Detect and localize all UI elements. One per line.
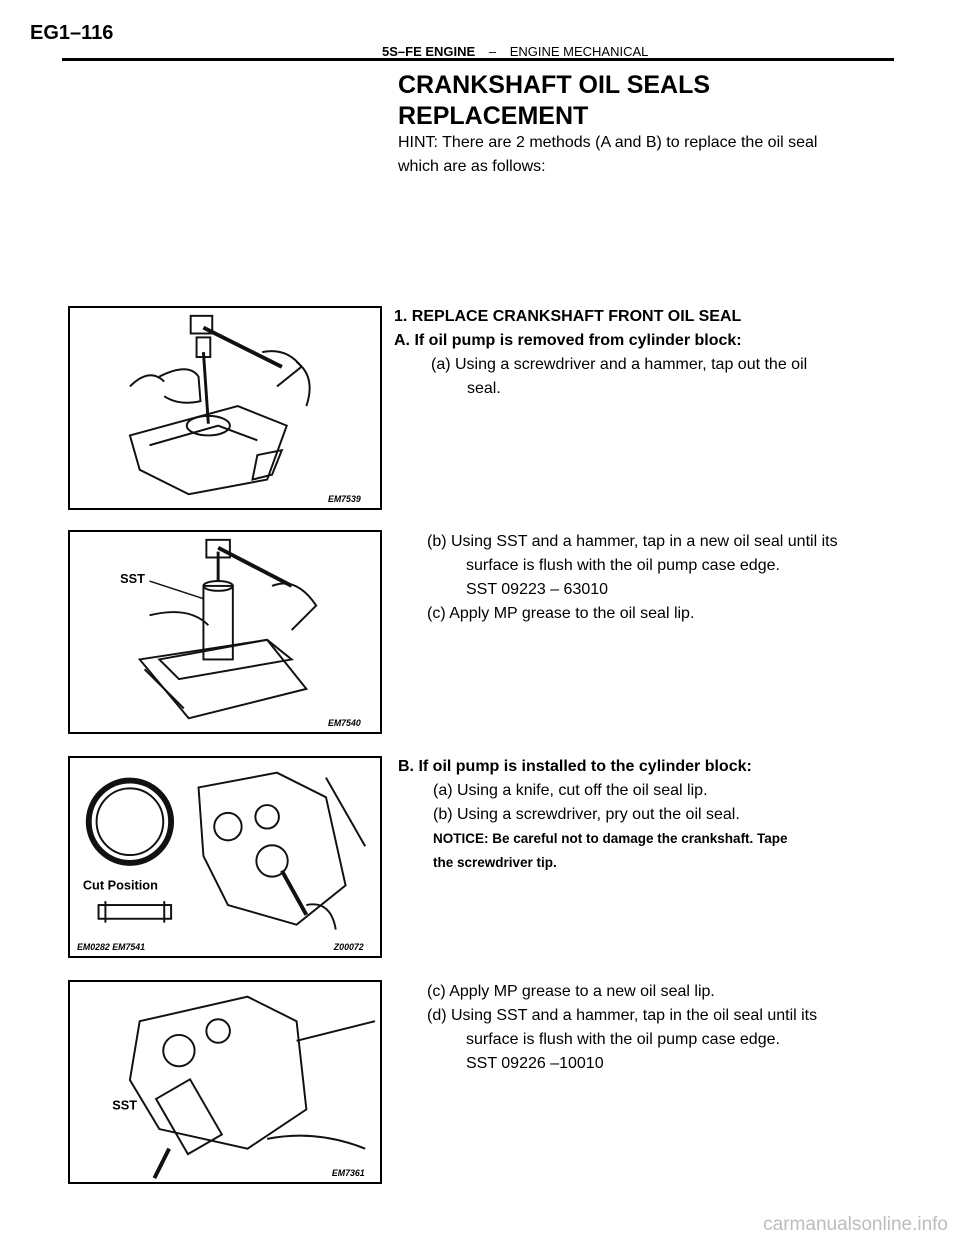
method-a-heading: A. If oil pump is removed from cylinder … <box>394 332 742 349</box>
sst-install-illustration: SST EM7361 <box>112 995 376 1179</box>
seal-cut-illustration: Cut Position EM0282 EM7541 Z00072 <box>77 771 367 952</box>
step-a-line-1: (a) Using a screwdriver and a hammer, ta… <box>431 356 808 373</box>
step-c-line: (c) Apply MP grease to the oil seal lip. <box>427 605 695 622</box>
figure-install-seal: SST EM7361 <box>68 980 382 1184</box>
figure-tap-out-seal: EM7539 <box>68 306 382 510</box>
step-b-sst: SST 09223 – 63010 <box>466 581 609 598</box>
watermark: carmanualsonline.info <box>763 1214 948 1235</box>
step-1-heading: 1. REPLACE CRANKSHAFT FRONT OIL SEAL <box>394 308 742 325</box>
figure-code-left: EM0282 EM7541 <box>77 942 145 952</box>
section-separator: – <box>488 44 497 59</box>
step-a-line-2: seal. <box>467 380 501 397</box>
title-line-2: REPLACEMENT <box>398 102 589 130</box>
section-header: 5S–FE ENGINE – ENGINE MECHANICAL <box>382 44 648 59</box>
title-line-1: CRANKSHAFT OIL SEALS <box>398 71 711 99</box>
figure-tap-in-seal: SST EM7540 <box>68 530 382 734</box>
hint-text: HINT: There are 2 methods (A and B) to r… <box>398 134 818 175</box>
method-b-step-a: (a) Using a knife, cut off the oil seal … <box>433 782 708 799</box>
header-rule <box>62 58 894 61</box>
figure-code: EM7539 <box>328 494 361 504</box>
page-title: CRANKSHAFT OIL SEALS REPLACEMENT <box>398 70 710 132</box>
method-b-step-c: (c) Apply MP grease to a new oil seal li… <box>427 983 715 1000</box>
sst-hammer-illustration: SST EM7540 <box>120 538 361 728</box>
hammer-screwdriver-illustration: EM7539 <box>128 314 361 504</box>
method-b-heading: B. If oil pump is installed to the cylin… <box>398 758 752 775</box>
step-b-line-1: (b) Using SST and a hammer, tap in a new… <box>427 533 838 550</box>
section-name: ENGINE MECHANICAL <box>509 44 649 59</box>
notice-line-1: NOTICE: Be careful not to damage the cra… <box>433 831 788 846</box>
sst-label: SST <box>120 571 145 586</box>
step-b-line-2: surface is flush with the oil pump case … <box>466 557 780 574</box>
figure-code: EM7540 <box>328 718 361 728</box>
method-b-step-d-line-2: surface is flush with the oil pump case … <box>466 1031 780 1048</box>
method-b-step-d-line-1: (d) Using SST and a hammer, tap in the o… <box>427 1007 818 1024</box>
method-b-step-d-sst: SST 09226 –10010 <box>466 1055 604 1072</box>
cut-position-label: Cut Position <box>83 877 158 892</box>
figure-code-right: Z00072 <box>333 942 364 952</box>
figure-code: EM7361 <box>332 1168 365 1178</box>
sst-label: SST <box>112 1097 137 1112</box>
method-b-step-b: (b) Using a screwdriver, pry out the oil… <box>433 806 740 823</box>
page-id: EG1–116 <box>30 22 114 44</box>
figure-cut-seal: Cut Position EM0282 EM7541 Z00072 <box>68 756 382 958</box>
section-name-bold: 5S–FE ENGINE <box>382 44 476 59</box>
notice-line-2: the screwdriver tip. <box>433 855 557 870</box>
